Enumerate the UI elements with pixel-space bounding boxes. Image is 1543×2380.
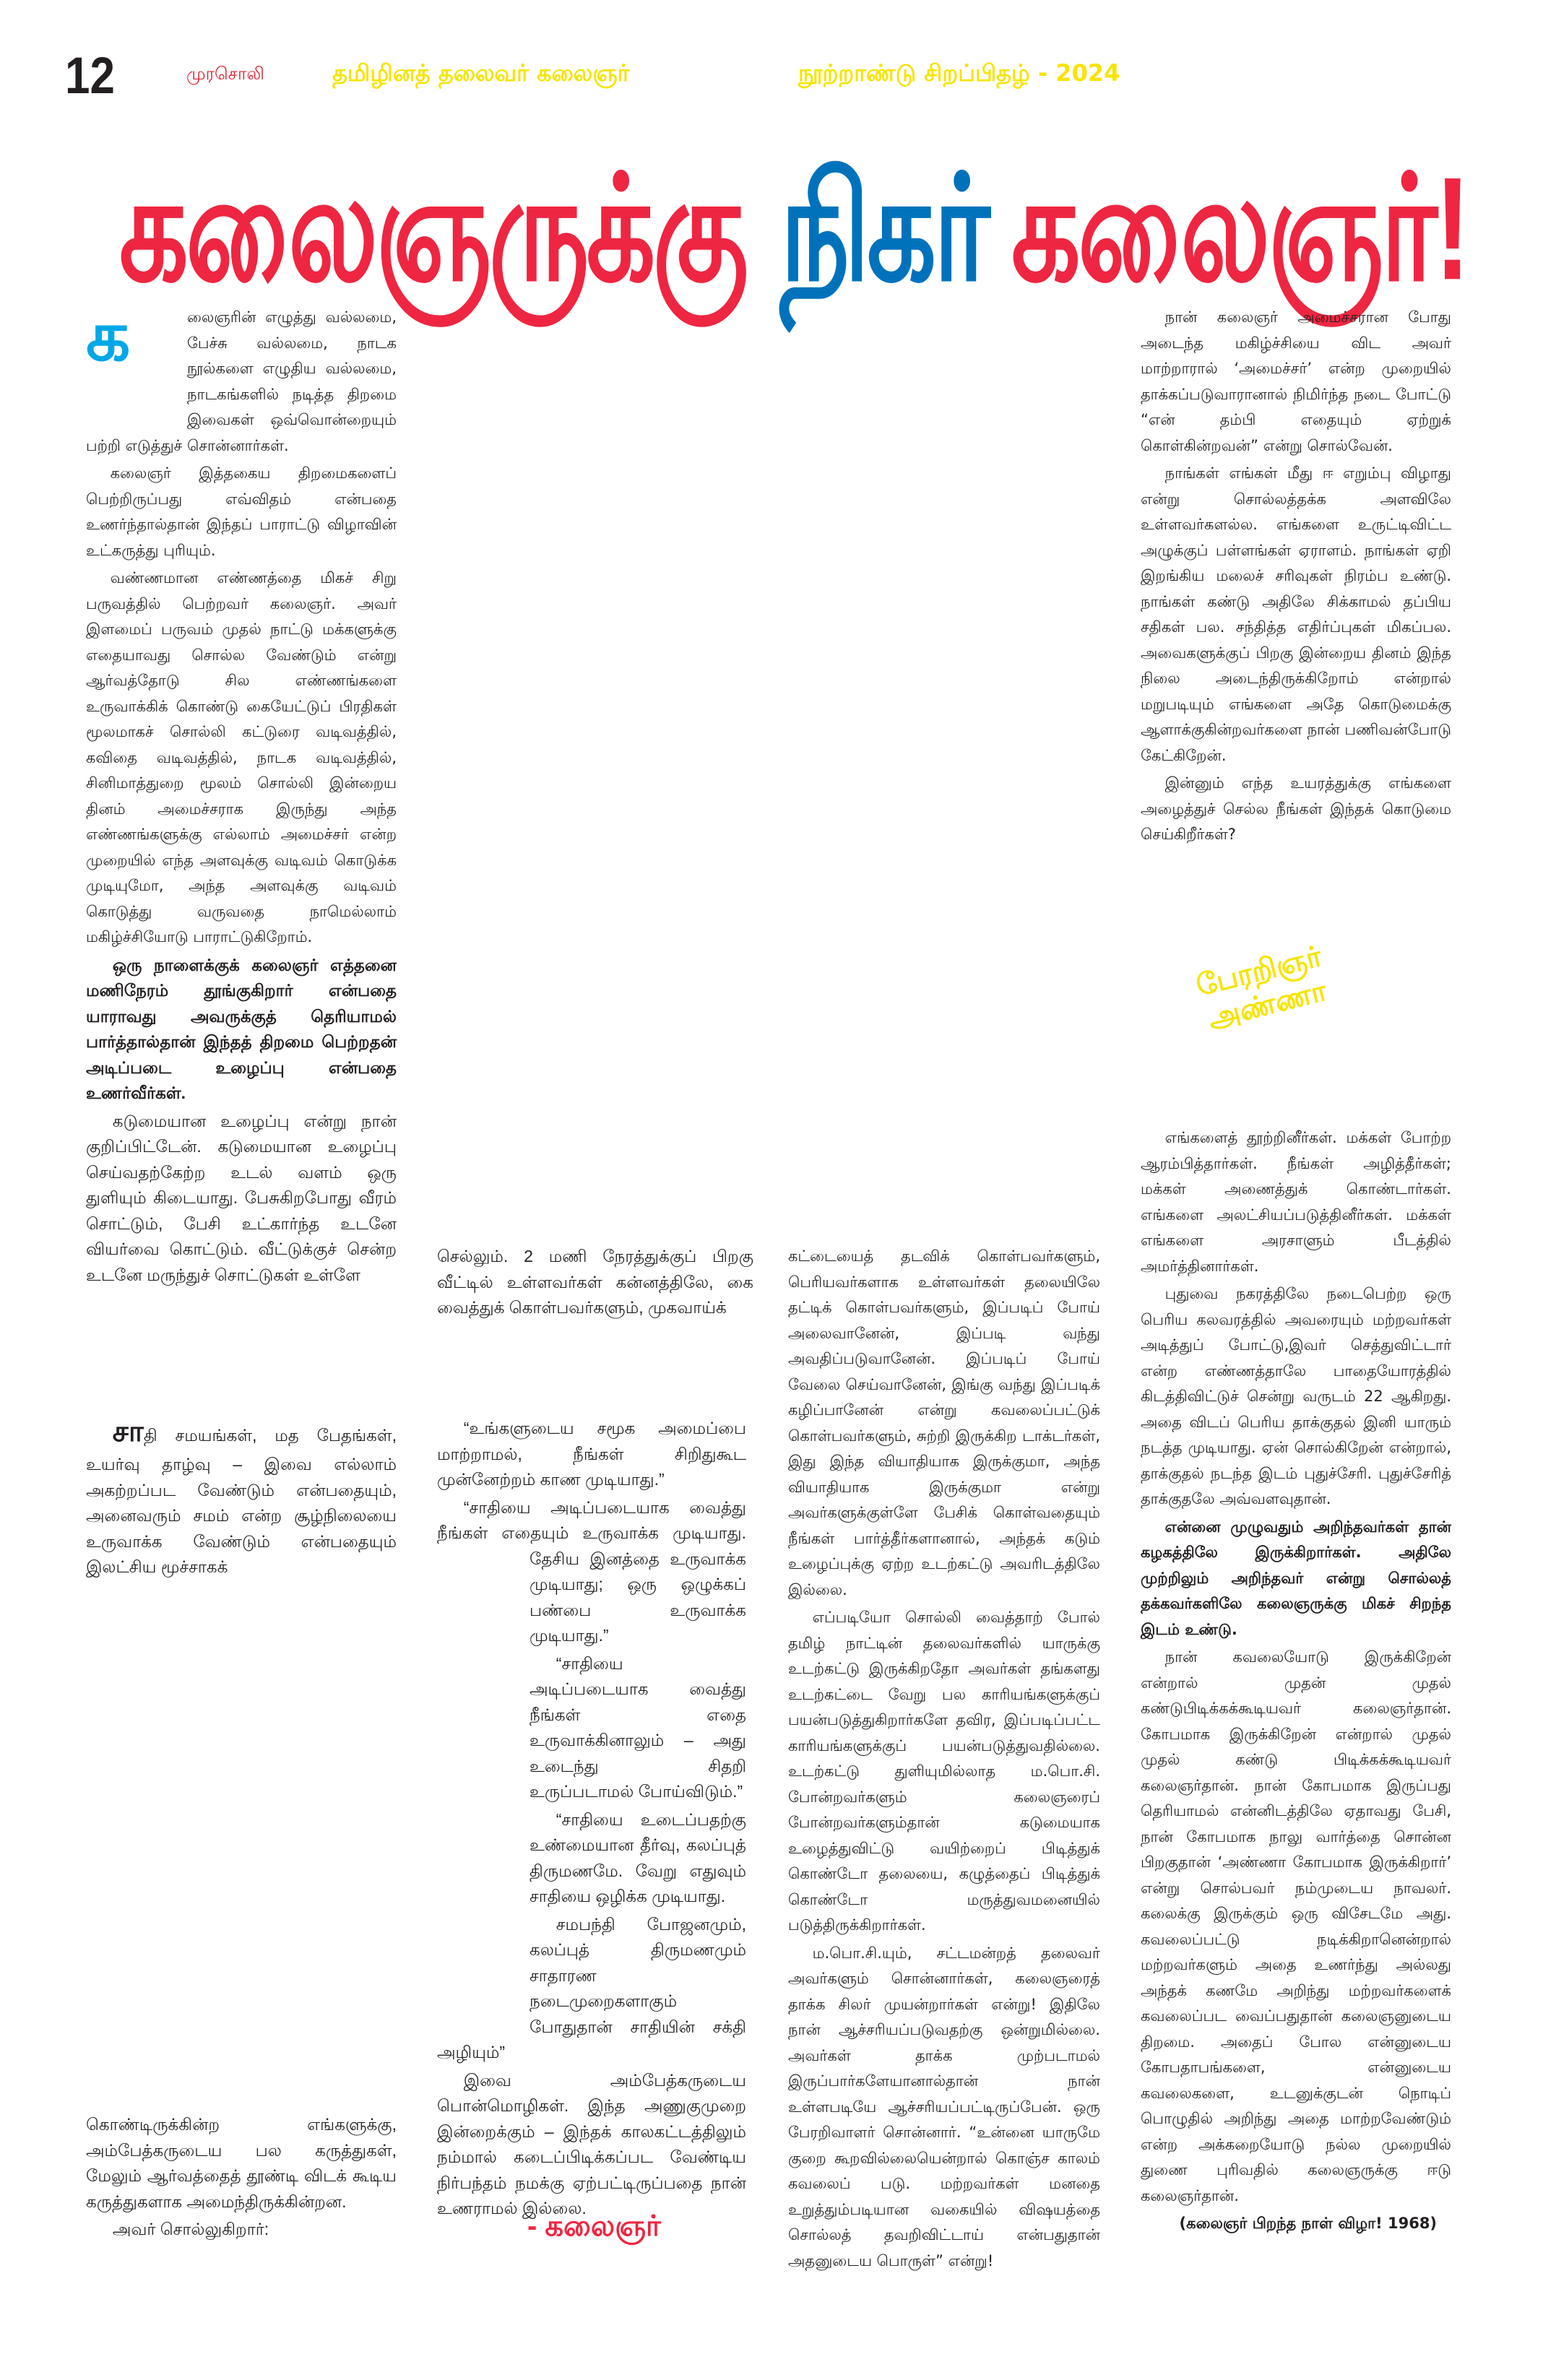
page-number: 12 xyxy=(65,47,115,105)
paragraph: இவை அம்பேத்கருடைய பொன்மொழிகள். இந்த அணுக… xyxy=(437,2070,746,2218)
highlight-paragraph: என்னை முழுவதும் அறிந்தவர்கள் தான் கழகத்த… xyxy=(1141,1518,1451,1638)
paragraph: லைஞரின் எழுத்து வல்லமை, பேச்சு வல்லமை, ந… xyxy=(86,308,397,454)
quote: “சாதியை உடைப்பதற்கு உண்மையான தீர்வு, கலப… xyxy=(530,1809,746,1906)
paragraph: சாதி சமயங்கள், மத பேதங்கள், உயர்வு தாழ்வ… xyxy=(86,1416,397,1580)
highlight-paragraph: ஒரு நாளைக்குக் கலைஞர் எத்தனை மணிநேரம் தூ… xyxy=(86,955,397,1103)
supplement-subtitle: நூற்றாண்டு சிறப்பிதழ் - 2024 xyxy=(798,59,1120,87)
signature: - கலைஞர் xyxy=(527,2210,661,2242)
anna-column-3: கட்டையைத் தடவிக் கொள்பவர்களும், பெரியவர்… xyxy=(788,1244,1100,2276)
quote: சமபந்தி போஜனமும், கலப்புத் திருமணமும் சா… xyxy=(437,1914,746,2062)
paragraph: புதுவை நகரத்திலே நடைபெற்ற ஒரு பெரிய கலவர… xyxy=(1141,1285,1451,1507)
paragraph: நான் கலைஞர் அமைச்சரான போது அடைந்த மகிழ்ச… xyxy=(1141,308,1451,454)
quote: “உங்களுடைய சமூக அமைப்பை மாற்றாமல், நீங்க… xyxy=(437,1419,746,1489)
paragraph: இன்னும் எந்த உயரத்துக்கு எங்களை அழைத்துச… xyxy=(1141,774,1451,843)
paragraph: எங்களைத் தூற்றினீர்கள். மக்கள் போற்ற ஆரம… xyxy=(1141,1129,1451,1275)
paper-name: முரசொலி xyxy=(186,64,264,84)
paragraph: எப்படியோ சொல்லி வைத்தாற் போல் தமிழ் நாட்… xyxy=(788,1609,1100,1934)
anna-column-right-bottom: எங்களைத் தூற்றினீர்கள். மக்கள் போற்ற ஆரம… xyxy=(1141,1125,1451,2239)
quote: “சாதியை அடிப்படையாக வைத்து நீங்கள் எதை உ… xyxy=(530,1653,746,1801)
anna-column-right-top: நான் கலைஞர் அமைச்சரான போது அடைந்த மகிழ்ச… xyxy=(1141,305,1451,850)
drop-cap: சா xyxy=(112,1416,144,1448)
paragraph: கலைஞர் இத்தகைய திறமைகளைப் பெற்றிருப்பது … xyxy=(86,464,397,559)
paragraph: ம.பொ.சி.யும், சட்டமன்றத் தலைவர் அவர்களும… xyxy=(788,1944,1100,2269)
intro-text: தி சமயங்கள், மத பேதங்கள், உயர்வு தாழ்வு … xyxy=(86,1426,397,1576)
paragraph: நாங்கள் எங்கள் மீது ஈ எறும்பு விழாது என்… xyxy=(1141,464,1451,764)
supplement-title: தமிழினத் தலைவர் கலைஞர் xyxy=(332,59,630,87)
paragraph: கடுமையான உழைப்பு என்று நான் குறிப்பிட்டே… xyxy=(86,1111,397,1284)
kalaignar-intro: சாதி சமயங்கள், மத பேதங்கள், உயர்வு தாழ்வ… xyxy=(86,1416,397,1583)
anna-column-2: செல்லும். 2 மணி நேரத்துக்குப் பிறகு வீட்… xyxy=(437,1244,753,1323)
headline-part2: நிகர் xyxy=(780,146,990,311)
anna-column-1: க லைஞரின் எழுத்து வல்லமை, பேச்சு வல்லமை,… xyxy=(86,298,397,1290)
lead-in: அவர் சொல்லுகிறார்: xyxy=(112,2220,269,2238)
paragraph: கட்டையைத் தடவிக் கொள்பவர்களும், பெரியவர்… xyxy=(788,1247,1100,1598)
headline-part3: கலைஞர்! xyxy=(1011,146,1471,311)
paragraph: செல்லும். 2 மணி நேரத்துக்குப் பிறகு வீட்… xyxy=(437,1247,753,1317)
paragraph: கொண்டிருக்கின்ற எங்களுக்கு, அம்பேத்கருடை… xyxy=(86,2115,397,2211)
source-note: (கலைஞர் பிறந்த நாள் விழா! 1968) xyxy=(1179,2215,1438,2232)
author-byline: பேரறிஞர் அண்ணா xyxy=(1193,939,1334,1037)
drop-cap: க xyxy=(86,298,131,375)
kalaignar-continuation: கொண்டிருக்கின்ற எங்களுக்கு, அம்பேத்கருடை… xyxy=(86,2112,397,2245)
paragraph: வண்ணமான எண்ணத்தை மிகச் சிறு பருவத்தில் ப… xyxy=(86,569,397,945)
quote: “சாதியை அடிப்படையாக வைத்து நீங்கள் எதையு… xyxy=(437,1497,746,1645)
paragraph: நான் கவலையோடு இருக்கிறேன் என்றால் முதன் … xyxy=(1141,1648,1451,2204)
headline: கலைஞருக்கு நிகர் கலைஞர்! xyxy=(108,144,1471,311)
ambedkar-quotes: “உங்களுடைய சமூக அமைப்பை மாற்றாமல், நீங்க… xyxy=(437,1416,746,2224)
headline-part1: கலைஞருக்கு xyxy=(119,146,748,311)
